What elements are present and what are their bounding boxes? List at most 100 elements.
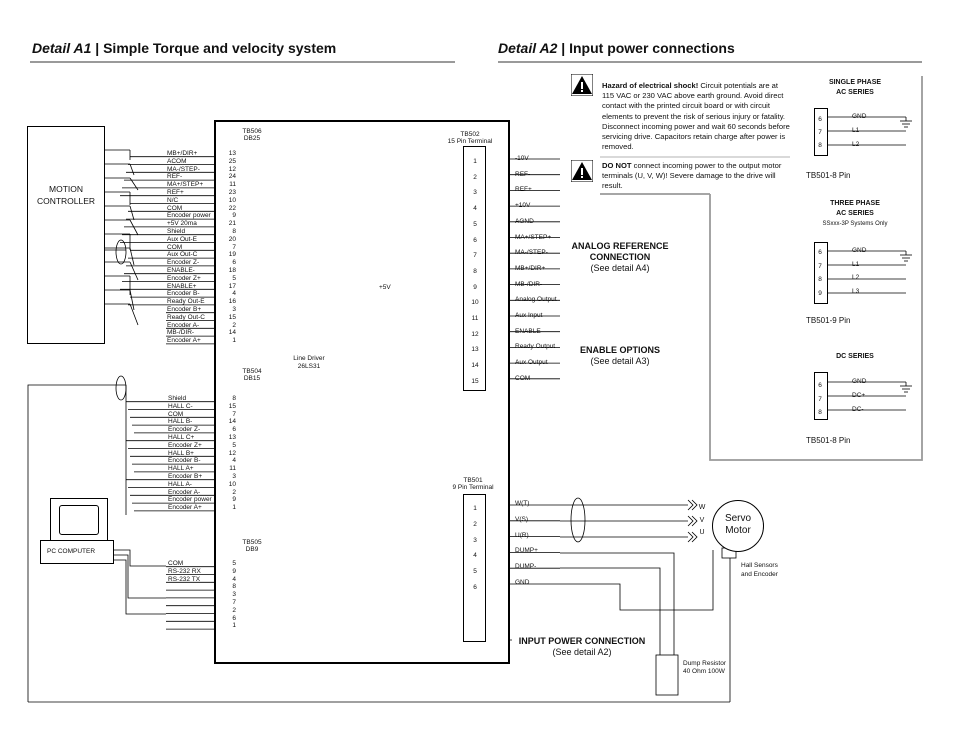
tb504-signal: HALL A+	[168, 465, 194, 473]
phase-u: U	[699, 529, 705, 536]
input-power-l2: (See detail A2)	[552, 647, 612, 657]
tb501-pin: 3	[473, 536, 477, 544]
tb501-pin: 2	[473, 520, 477, 528]
tb501-signal: U(R)	[515, 531, 529, 539]
tb504-signal: Encoder A+	[168, 504, 202, 512]
tb502-signal: ENABLE	[515, 327, 541, 335]
tb501-signal: GND	[515, 578, 530, 586]
pc-monitor-icon	[50, 498, 108, 542]
sp-signal: L2	[852, 141, 860, 148]
tb506-sub: DB25	[243, 135, 261, 142]
tb506-pin: 15	[228, 313, 236, 321]
tb506-signal: ENABLE-	[167, 266, 195, 274]
tb502-pin: 15	[471, 377, 479, 385]
tb506-signal: MA+/STEP+	[167, 181, 204, 189]
warning-icon	[571, 160, 593, 182]
phase-arrow	[687, 499, 698, 511]
tb502-pin: 14	[471, 362, 479, 370]
right-header-detail: Detail A2	[498, 40, 558, 56]
tb505-name: TB505	[242, 539, 262, 546]
hall-sensors-label: Hall Sensors and Encoder	[741, 561, 778, 579]
right-panel-frame	[709, 76, 923, 461]
tb505-signal: RS-232 RX	[168, 567, 201, 575]
tb505-pin-list: 5 9 4 8 3 7 2 6 1	[224, 560, 236, 630]
three-phase-title: THREE PHASE AC SERIES	[808, 199, 902, 219]
tb504-signal: HALL A-	[168, 480, 192, 488]
tb506-pin: 11	[229, 181, 236, 189]
tb502-signal: MA-/STEP-	[515, 249, 548, 257]
tb502-signal: MB-/DIR-	[515, 280, 543, 288]
tb506-pin: 12	[228, 165, 236, 173]
tb506-signal: MB+/DIR+	[167, 150, 198, 157]
tb501-name: TB501	[463, 477, 483, 484]
three-phase-t1: THREE PHASE	[830, 200, 880, 207]
dc-signal: DC+	[852, 392, 866, 399]
rs232-wire	[112, 549, 166, 567]
motion-controller-label: MOTION CONTROLLER	[36, 184, 96, 206]
tb506-signal: Aux Out-E	[167, 235, 197, 243]
ground-wire	[560, 550, 714, 611]
tb506-pin: 14	[228, 329, 236, 337]
tb506-pin: 6	[232, 259, 236, 267]
hazard-notice-1: Hazard of electrical shock! Circuit pote…	[602, 81, 790, 152]
three-phase-terminal	[814, 242, 828, 304]
right-header-sep: |	[557, 40, 570, 56]
tb501-signal: DUMP-	[515, 563, 537, 571]
tb502-signal: COM	[515, 374, 531, 382]
tb504-name: TB504	[242, 368, 262, 375]
hazard-1-title: Hazard of electrical shock!	[602, 81, 699, 90]
tb502-signal: +10V	[515, 202, 531, 210]
tb506-pin: 20	[228, 235, 236, 243]
dump-resistor-label: Dump Resistor 40 Ohm 100W	[683, 660, 726, 676]
tb502-signal: Aux Input	[515, 312, 543, 320]
single-phase-signals: GND L1 L2	[852, 110, 866, 152]
dc-series-pins: 6 7 8	[814, 379, 826, 420]
left-header: Detail A1 | Simple Torque and velocity s…	[32, 40, 336, 56]
tb506-pin: 21	[228, 220, 236, 228]
tb501-signal: V(S)	[515, 515, 528, 523]
analog-reference-callout: ANALOG REFERENCE CONNECTION (See detail …	[560, 241, 680, 274]
left-header-detail: Detail A1	[32, 40, 92, 56]
tb502-signal: MA+/STEP+	[515, 233, 552, 241]
single-phase-t1: SINGLE PHASE	[828, 79, 882, 86]
tp-signal: L1	[852, 260, 860, 268]
tb504-signal: Encoder B-	[168, 457, 201, 465]
tb505-pin: 1	[232, 622, 236, 630]
shield-loop	[115, 239, 127, 265]
tb505-sub: DB9	[245, 546, 259, 553]
tb506-pin: 24	[228, 173, 236, 181]
tb506-signal-list: MB+/DIR+ ACOM MA-/STEP- REF- MA+/STEP+ R…	[167, 150, 211, 345]
controller-wire	[129, 205, 135, 221]
controller-wire	[129, 247, 135, 266]
tb504-header: TB504 DB15	[237, 368, 267, 382]
controller-wire	[129, 177, 139, 191]
analog-ref-l2: CONNECTION	[589, 252, 651, 262]
controller-wire	[129, 303, 139, 326]
tb505-pin: 4	[232, 575, 236, 583]
tb506-signal: Encoder A+	[167, 337, 201, 345]
tp-signal: L3	[852, 287, 860, 295]
phase-labels: W V U	[696, 502, 708, 540]
dc-signal: DC-	[852, 406, 864, 413]
tb504-signal: Encoder A-	[168, 488, 201, 496]
tb502-pin: 3	[473, 189, 477, 197]
tb506-pin: 25	[228, 157, 236, 165]
tb505-signal-list: COM RS-232 RX RS-232 TX	[168, 560, 201, 583]
right-header-title: Input power connections	[569, 40, 735, 56]
tb501-signal-list: W(T) V(S) U(R) DUMP+ DUMP- GND	[515, 496, 538, 591]
tb506-header: TB506 DB25	[237, 128, 267, 142]
three-phase-caption: TB501-9 Pin	[806, 316, 851, 325]
tb502-pin: 1	[473, 158, 477, 165]
tb505-pin: 9	[232, 567, 236, 575]
tb506-pin: 5	[232, 274, 236, 282]
tb504-signal: Shield	[168, 395, 187, 402]
tb506-pin: 16	[228, 298, 236, 306]
tb504-signal: HALL C-	[168, 402, 193, 410]
servo-motor-l2: Motor	[725, 525, 751, 536]
tb504-signal: Encoder B+	[168, 472, 203, 480]
rs232-wire	[112, 559, 166, 615]
three-phase-pins: 6 7 8 9	[814, 246, 826, 300]
tb506-signal: MA-/STEP-	[167, 165, 200, 173]
sp-pin: 8	[818, 142, 822, 149]
tb504-signal: HALL B+	[168, 449, 194, 457]
